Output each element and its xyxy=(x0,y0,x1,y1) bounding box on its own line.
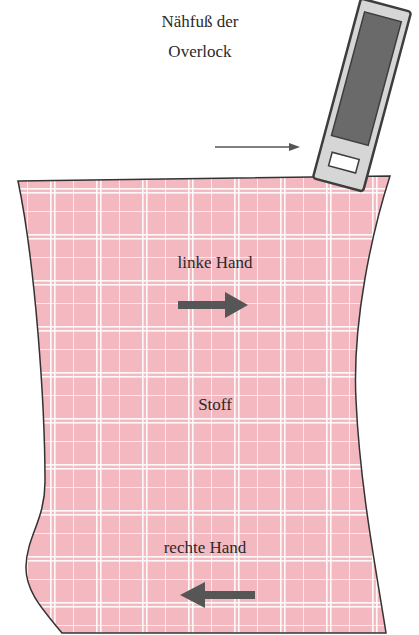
hand-label: linke Hand xyxy=(135,248,295,278)
pointer-head xyxy=(289,143,300,151)
pointer-line xyxy=(215,146,292,147)
part-name: Nähfuß der Overlock xyxy=(145,7,255,67)
presser-foot xyxy=(313,0,411,192)
fabric-piece: linke HandStoff rechte Hand xyxy=(10,170,400,635)
fabric-shape xyxy=(18,176,390,633)
hand-label: rechte Hand xyxy=(125,533,285,563)
foot-window xyxy=(331,12,401,145)
foot-body xyxy=(313,0,411,192)
foot-slot xyxy=(329,152,360,173)
hand-label: Stoff xyxy=(135,390,295,420)
